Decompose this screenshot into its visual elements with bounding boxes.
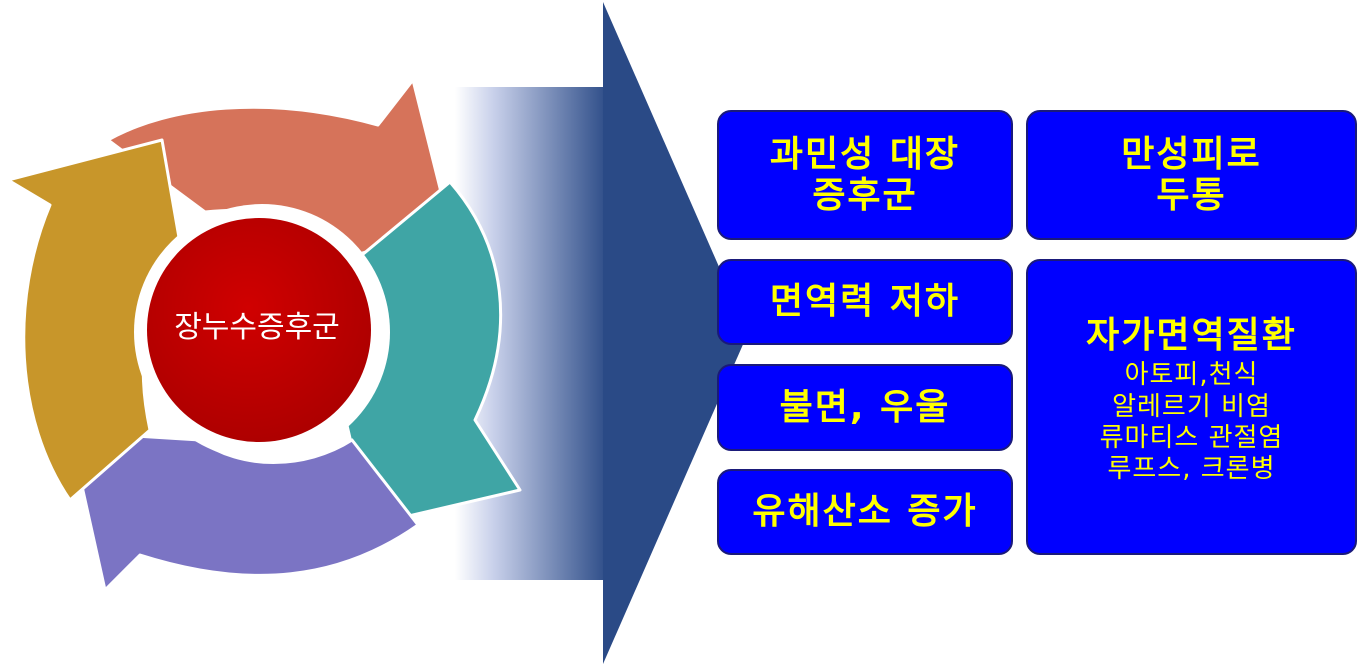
autoimmune-item: 루프스, 크론병 [1107, 453, 1276, 484]
box-immunity: 면역력 저하 [717, 259, 1013, 345]
box-oxygen-label: 유해산소 증가 [752, 491, 978, 533]
box-ibs-line1: 과민성 대장 [769, 133, 961, 175]
box-insomnia-label: 불면, 우울 [779, 386, 951, 428]
center-label: 장누수증후군 [174, 310, 340, 345]
cycle-arrow-purple [68, 430, 420, 592]
center-circle [147, 218, 371, 442]
box-immunity-label: 면역력 저하 [769, 281, 961, 323]
box-fatigue: 만성피로 두통 [1026, 110, 1357, 240]
box-autoimmune-title: 자가면역질환 [1086, 315, 1297, 356]
box-ibs-line2: 증후군 [812, 175, 918, 216]
box-insomnia: 불면, 우울 [717, 364, 1013, 451]
cycle-arrows [6, 78, 522, 592]
box-oxygen: 유해산소 증가 [717, 469, 1013, 555]
box-autoimmune: 자가면역질환 아토피,천식 알레르기 비염 류마티스 관절염 루프스, 크론병 [1026, 259, 1357, 555]
box-fatigue-line2: 두통 [1156, 175, 1227, 216]
box-ibs: 과민성 대장 증후군 [717, 110, 1013, 240]
autoimmune-item: 아토피,천식 [1124, 360, 1259, 391]
box-fatigue-line1: 만성피로 [1121, 133, 1262, 175]
autoimmune-item: 류마티스 관절염 [1099, 422, 1284, 453]
big-arrow-head [603, 2, 748, 664]
autoimmune-item: 알레르기 비염 [1112, 391, 1271, 422]
